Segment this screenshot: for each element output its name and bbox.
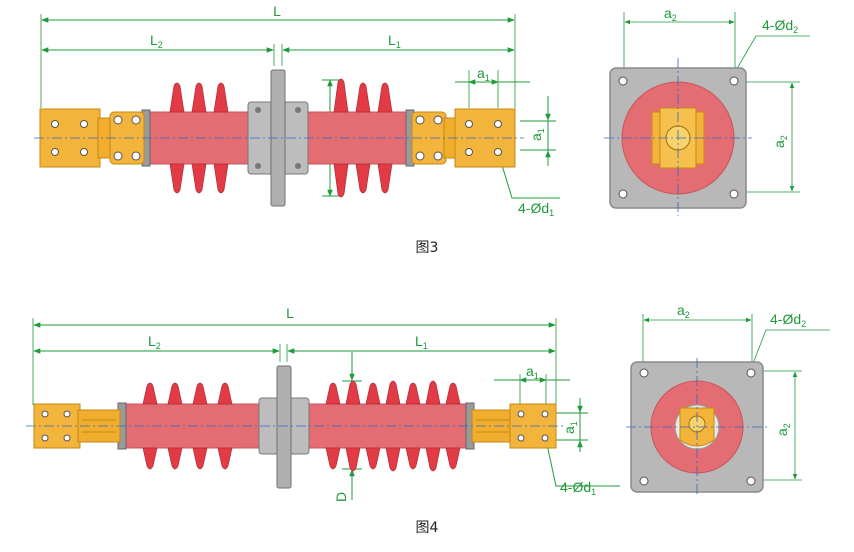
right-terminal bbox=[411, 108, 516, 168]
figure-4: L L2 L1 a1 D a1 4-Ød1 bbox=[26, 302, 830, 536]
label-4-d1-fig4: 4-Ød1 bbox=[560, 479, 596, 497]
end-view-fig4: a2 a2 4-Ød2 bbox=[626, 302, 830, 496]
label-L1-fig4: L1 bbox=[415, 333, 428, 351]
sheds-left bbox=[169, 82, 229, 194]
label-a1-vertical-fig4: a1 bbox=[561, 421, 579, 434]
caption-fig4: 图4 bbox=[416, 520, 439, 536]
sheds-right bbox=[333, 78, 393, 198]
sheds-right-fig4 bbox=[325, 380, 461, 472]
label-L-fig4: L bbox=[286, 305, 294, 321]
figure-3: L L2 L1 a1 D a1 4-Ød1 bbox=[34, 3, 810, 256]
label-L2-fig4: L2 bbox=[148, 333, 161, 351]
end-view-fig3: a2 a2 4-Ød2 bbox=[604, 5, 810, 216]
label-L1: L1 bbox=[388, 32, 401, 50]
label-4-d2: 4-Ød2 bbox=[762, 17, 798, 35]
label-a1-vertical: a1 bbox=[528, 128, 546, 141]
label-a1: a1 bbox=[477, 65, 490, 83]
label-4-d2-fig4: 4-Ød2 bbox=[770, 311, 806, 329]
label-a2-top-fig4: a2 bbox=[677, 302, 690, 320]
label-a2-side-fig4: a2 bbox=[774, 423, 792, 436]
sheds-left-fig4 bbox=[142, 382, 233, 470]
label-D-fig4: D bbox=[333, 492, 349, 502]
label-L2: L2 bbox=[150, 32, 163, 50]
label-L: L bbox=[273, 3, 281, 19]
label-a2-side: a2 bbox=[771, 135, 789, 148]
label-a1-fig4: a1 bbox=[526, 363, 539, 381]
caption-fig3: 图3 bbox=[416, 240, 439, 256]
label-4-d1: 4-Ød1 bbox=[518, 200, 554, 218]
mounting-flange-fig4 bbox=[258, 365, 310, 489]
label-a2-top: a2 bbox=[664, 5, 677, 23]
